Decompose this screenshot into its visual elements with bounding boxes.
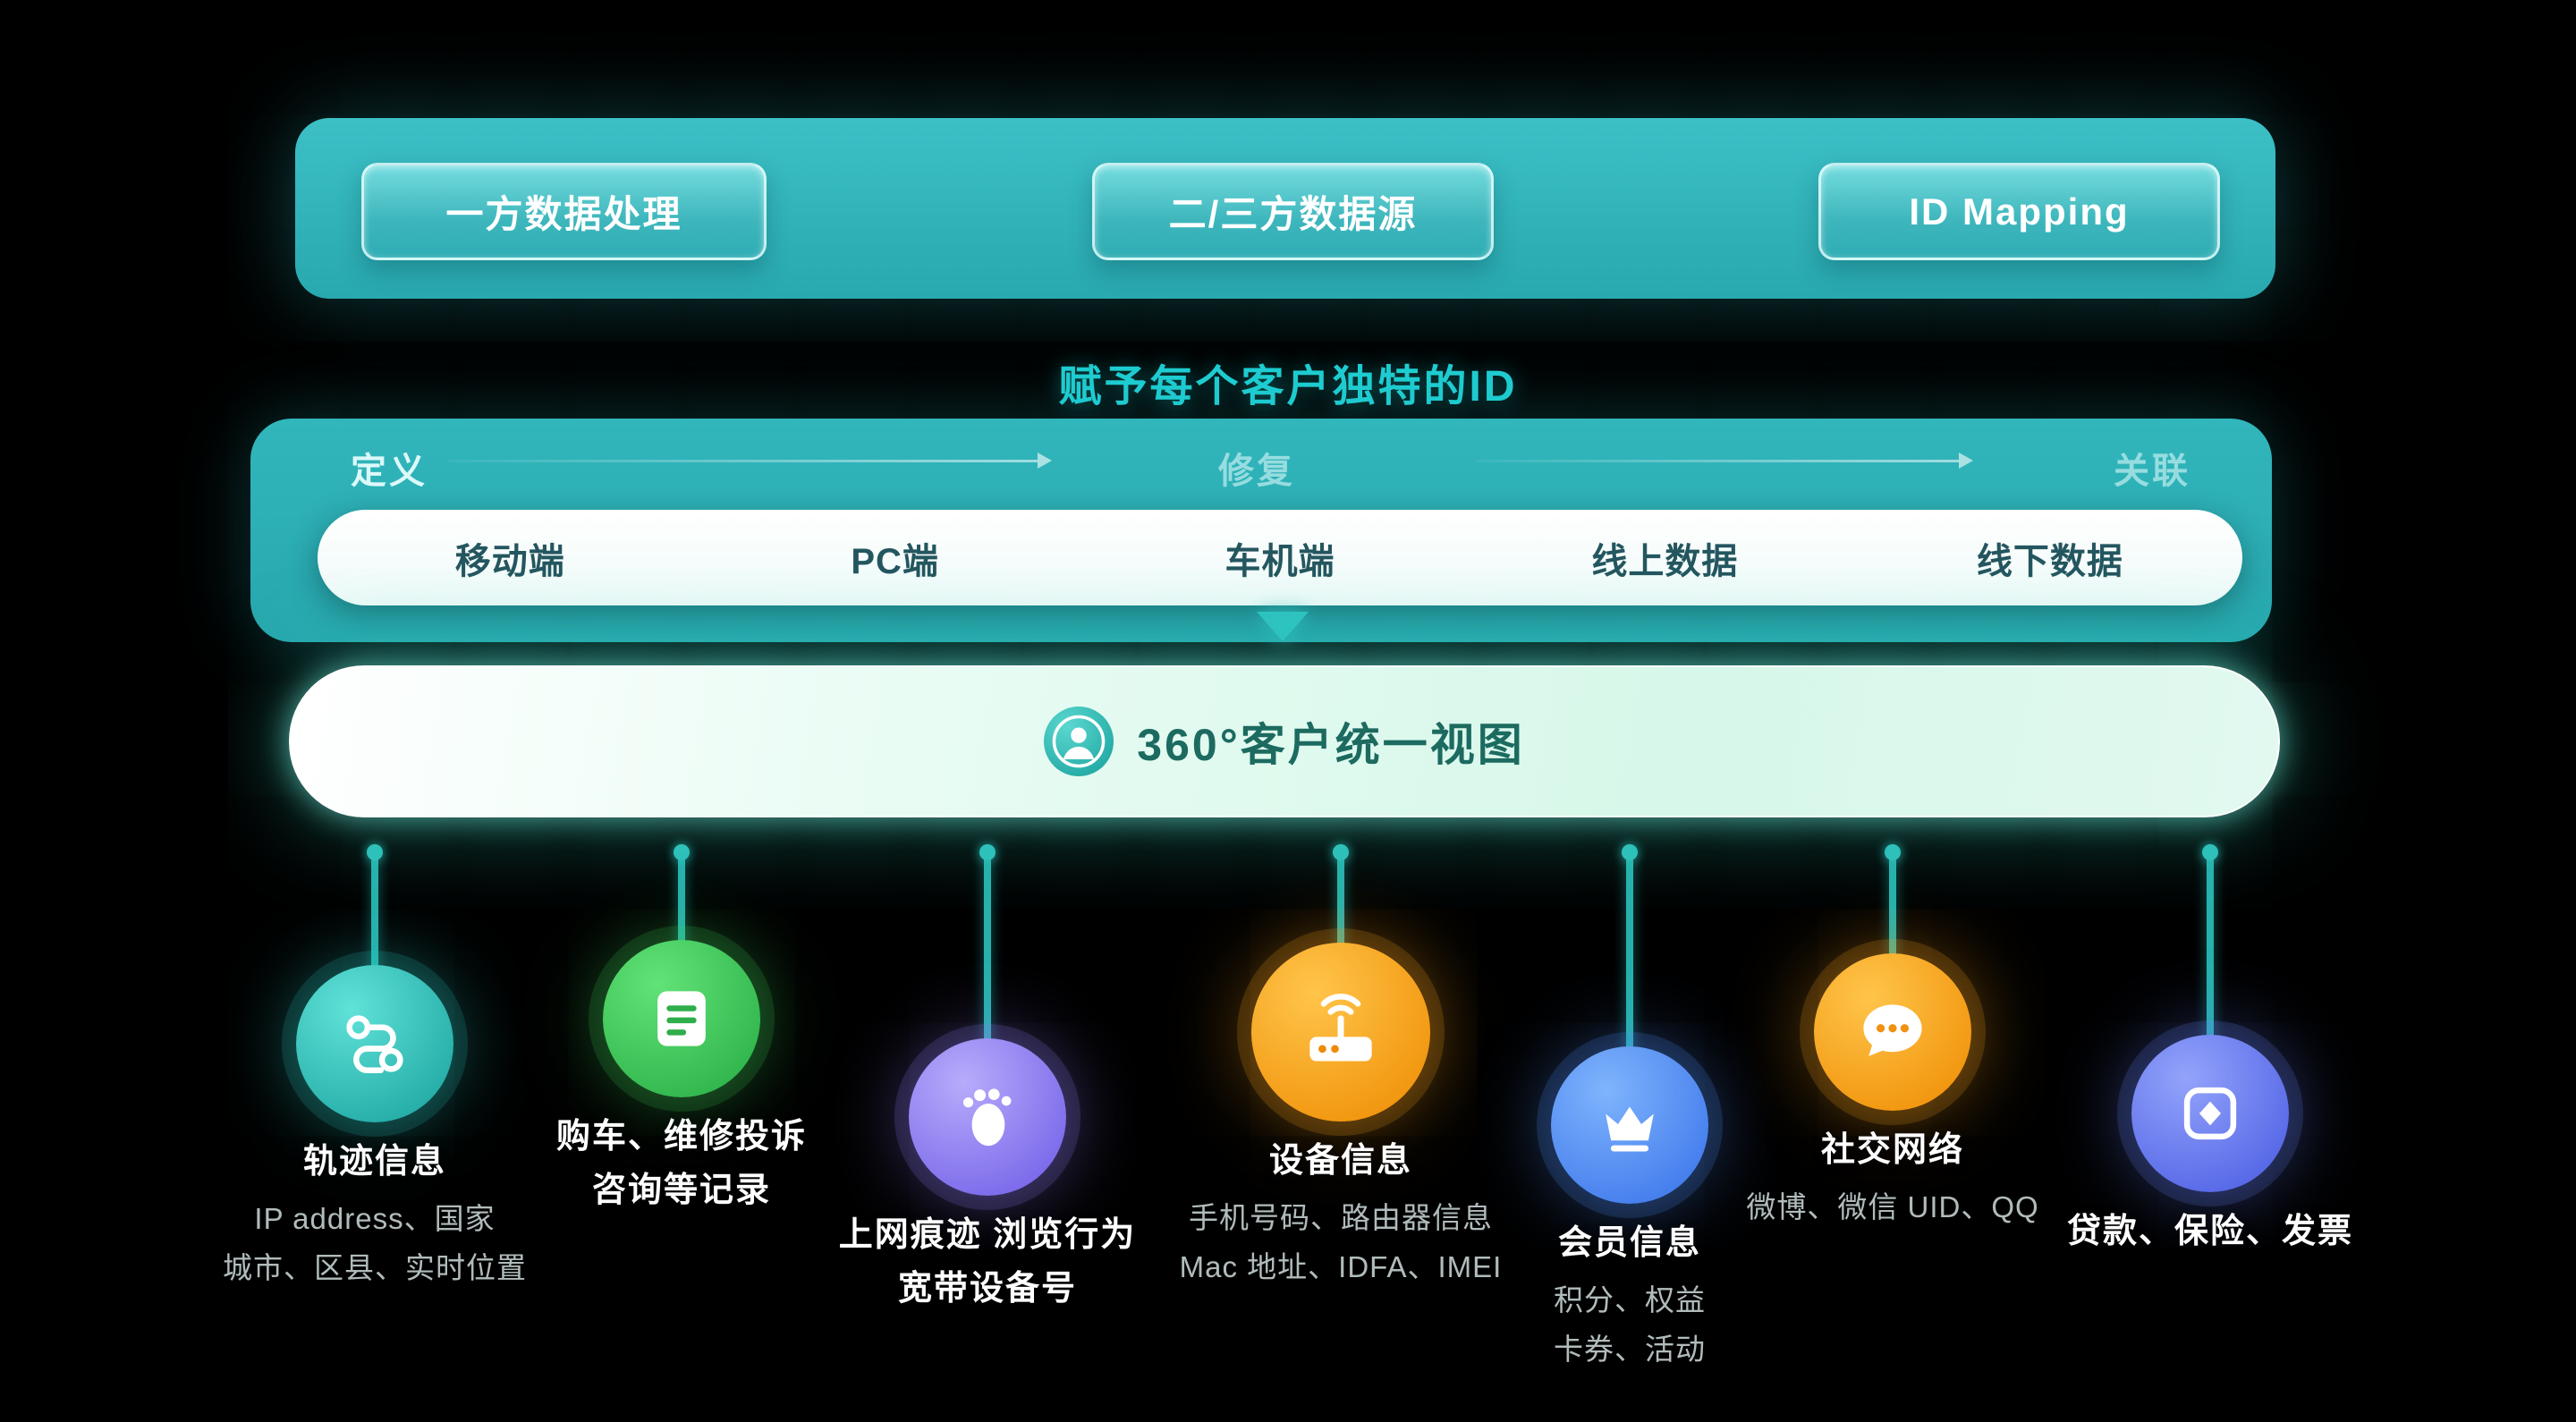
document-icon [603, 940, 760, 1097]
unified-view-label: 360°客户统一视图 [1137, 720, 1525, 770]
pill-id-mapping[interactable]: ID Mapping [1818, 163, 2220, 260]
source-detail: 微博、微信 UID、QQ [1746, 1190, 2039, 1223]
stage-define: 定义 [351, 452, 428, 491]
crown-icon [1551, 1046, 1708, 1204]
user-icon [1044, 707, 1114, 776]
source-title: 社交网络 [1820, 1131, 1964, 1169]
stage-repair: 修复 [1218, 452, 1295, 491]
pill-first-party-data[interactable]: 一方数据处理 [361, 163, 767, 260]
source-title: 上网痕迹 浏览行为 宽带设备号 [838, 1216, 1137, 1308]
channel-online-data: 线上数据 [1591, 541, 1739, 581]
route-icon [296, 965, 453, 1122]
source-detail: 手机号码、路由器信息 Mac 地址、IDFA、IMEI [1179, 1201, 1503, 1283]
connector-line [979, 844, 996, 1045]
pill-id-mapping-label: ID Mapping [1909, 190, 2130, 233]
chat-icon [1814, 953, 1971, 1111]
stage-arrow-1 [447, 453, 1052, 469]
source-finance: 贷款、保险、发票 [1987, 1035, 2434, 1258]
source-membership: 会员信息 积分、权益 卡券、活动 [1406, 1046, 1853, 1374]
channel-car: 车机端 [1224, 541, 1335, 581]
unified-view-bar: 360°客户统一视图 [289, 665, 2280, 817]
channel-pc: PC端 [851, 541, 939, 581]
source-trajectory: 轨迹信息 IP address、国家 城市、区县、实时位置 [151, 965, 598, 1292]
connector-line [1885, 844, 1901, 961]
source-detail: 积分、权益 卡券、活动 [1554, 1283, 1706, 1366]
connector-line [367, 844, 383, 973]
stage-associate: 关联 [2114, 452, 2190, 491]
source-browsing: 上网痕迹 浏览行为 宽带设备号 [764, 1038, 1211, 1316]
channel-bar: 移动端 PC端 车机端 线上数据 线下数据 [318, 510, 2242, 605]
source-device-info: 设备信息 手机号码、路由器信息 Mac 地址、IDFA、IMEI [1117, 943, 1564, 1291]
connector-line [1333, 844, 1349, 951]
invoice-icon [2131, 1035, 2289, 1192]
source-title: 设备信息 [1268, 1142, 1412, 1180]
router-icon [1251, 943, 1430, 1122]
down-arrow-icon [1257, 612, 1309, 641]
source-title: 购车、维修投诉 咨询等记录 [555, 1118, 807, 1209]
stage-arrow-2 [1476, 453, 1973, 469]
source-title: 贷款、保险、发票 [2066, 1213, 2353, 1250]
channel-offline-data: 线下数据 [1976, 541, 2123, 581]
connector-line [2202, 844, 2218, 1041]
source-social: 社交网络 微博、微信 UID、QQ [1669, 953, 2116, 1232]
source-purchase-records: 购车、维修投诉 咨询等记录 [458, 940, 905, 1217]
connector-line [1622, 844, 1638, 1054]
pill-second-third-party-data[interactable]: 二/三方数据源 [1092, 163, 1494, 260]
source-title: 会员信息 [1557, 1224, 1701, 1262]
channel-mobile: 移动端 [454, 541, 565, 581]
footprint-icon [909, 1038, 1066, 1196]
arrow-head-icon [1959, 453, 1973, 469]
source-title: 轨迹信息 [302, 1143, 446, 1181]
unique-id-caption: 赋予每个客户独特的ID [1058, 363, 1518, 411]
pill-first-party-label: 一方数据处理 [445, 193, 682, 235]
arrow-head-icon [1038, 453, 1052, 469]
data-layer-bar: 一方数据处理 二/三方数据源 ID Mapping [295, 118, 2275, 299]
connector-line [674, 844, 690, 948]
source-detail: IP address、国家 城市、区县、实时位置 [223, 1202, 527, 1284]
pill-second-third-party-label: 二/三方数据源 [1168, 193, 1418, 235]
